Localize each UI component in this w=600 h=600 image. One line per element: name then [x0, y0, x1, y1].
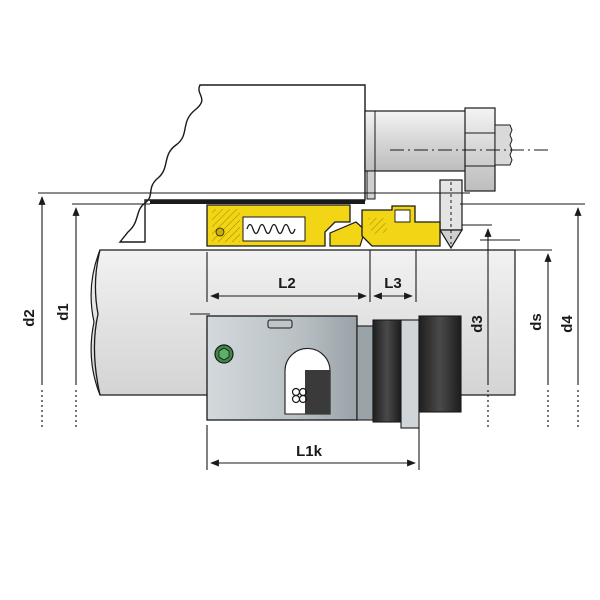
label-L1k: L1k: [296, 443, 323, 460]
dim-L3: L3: [369, 250, 417, 302]
gland-bolt: [364, 107, 513, 200]
label-d3: d3: [469, 315, 486, 333]
dim-d2: d2: [21, 196, 46, 430]
reference-lines: [38, 192, 585, 251]
set-screw: [438, 179, 464, 250]
seal-sleeve: [206, 315, 358, 421]
seal-faces-outer: [356, 315, 462, 429]
seal-cross-section: [206, 204, 441, 247]
dim-L2: L2: [206, 252, 367, 302]
label-d1: d1: [55, 303, 72, 321]
label-d2: d2: [21, 309, 38, 327]
label-d4: d4: [559, 315, 576, 333]
label-L2: L2: [278, 275, 296, 292]
housing: [118, 84, 366, 243]
label-L3: L3: [384, 275, 402, 292]
dim-d3: d3: [469, 228, 492, 430]
dim-ds: ds: [528, 253, 552, 430]
label-ds: ds: [528, 313, 545, 331]
dim-d4: d4: [559, 207, 582, 430]
dim-d1: d1: [55, 207, 80, 430]
dim-L1k: L1k: [206, 425, 420, 470]
